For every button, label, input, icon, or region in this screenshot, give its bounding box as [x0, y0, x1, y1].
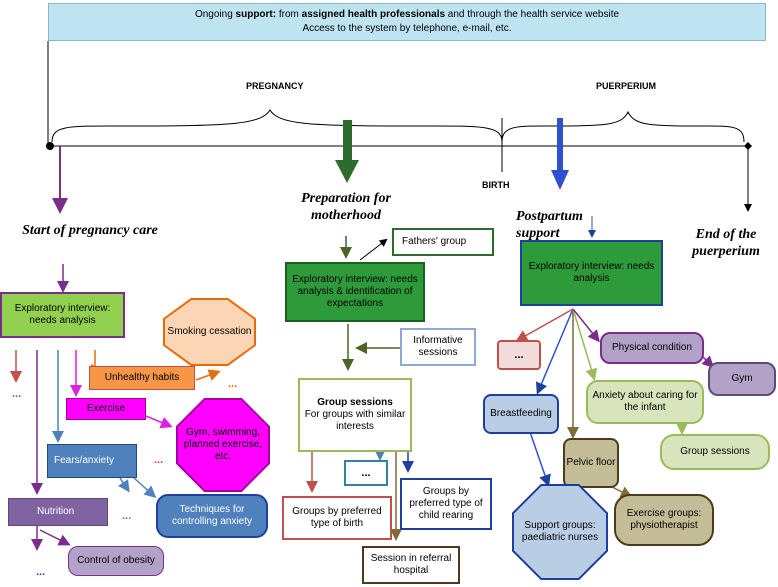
banner-bold-professionals: assigned health professionals — [301, 9, 446, 20]
anxiety-caring-infant: Anxiety about caring for the infant — [586, 380, 704, 424]
birth-label: BIRTH — [482, 180, 510, 190]
physical-condition: Physical condition — [600, 332, 704, 364]
stage-end-of-puerperium: End of the puerperium — [692, 227, 760, 259]
left-exploratory-interview: Exploratory interview: needs analysis — [0, 292, 125, 338]
control-of-obesity: Control of obesity — [68, 546, 164, 576]
postpartum-gym: Gym — [708, 362, 776, 396]
right-exploratory-interview: Exploratory interview: needs analysis — [520, 240, 663, 306]
gym-swimming-exercise: Gym, swimming, planned exercise, etc. — [178, 400, 268, 490]
unhealthy-habits: Unhealthy habits — [89, 366, 195, 390]
stage-start-of-pregnancy-care: Start of pregnancy care — [22, 223, 158, 238]
group-sessions-body: For groups with similar interests — [304, 409, 406, 432]
postpartum-group-sessions: Group sessions — [660, 434, 770, 470]
informative-sessions: Informative sessions — [400, 328, 476, 366]
banner-access-line: Access to the system by telephone, e-mai… — [302, 23, 512, 34]
fears-anxiety: Fears/anxiety — [47, 444, 137, 478]
banner-bold-support: support: — [235, 9, 277, 20]
nutrition: Nutrition — [8, 498, 108, 526]
pelvic-floor: Pelvic floor — [563, 438, 619, 488]
banner-text: and through the health service website — [445, 9, 620, 20]
exercise: Exercise — [66, 398, 146, 420]
puerperium-label: PUERPERIUM — [596, 81, 657, 91]
unhealthy-ellipsis: ... — [228, 378, 238, 390]
session-in-referral-hospital: Session in referral hospital — [362, 546, 460, 584]
fathers-group: Fathers' group — [392, 228, 494, 256]
exercise-groups-physiotherapist: Exercise groups: physiotherapist — [614, 494, 714, 546]
exercise-ellipsis: ... — [154, 454, 164, 466]
banner-text: Ongoing — [194, 9, 236, 20]
fears-ellipsis: ... — [122, 510, 132, 522]
banner-text: from — [276, 9, 302, 20]
pregnancy-label: PREGNANCY — [246, 81, 304, 91]
groups-by-child-rearing: Groups by preferred type of child rearin… — [400, 478, 492, 530]
breastfeeding: Breastfeeding — [483, 394, 559, 434]
stage-preparation-for-motherhood: Preparation for motherhood — [301, 191, 391, 223]
groups-by-type-of-birth: Groups by preferred type of birth — [282, 496, 392, 540]
nutrition-ellipsis: ... — [36, 566, 46, 578]
smoking-cessation: Smoking cessation — [165, 300, 254, 364]
middle-ellipsis-box: ... — [344, 460, 388, 486]
group-sessions-title: Group sessions — [317, 397, 393, 408]
techniques-controlling-anxiety: Techniques for controlling anxiety — [156, 494, 268, 538]
stage-postpartum-support: Postpartum support — [516, 209, 583, 241]
right-ellipsis-box: ... — [497, 340, 541, 370]
left-ellipsis-red: ... — [12, 388, 22, 400]
ongoing-support-banner: Ongoing support: from assigned health pr… — [48, 3, 766, 41]
support-groups-paediatric-nurses: Support groups: paediatric nurses — [514, 486, 606, 578]
middle-exploratory-interview: Exploratory interview: needs analysis & … — [285, 262, 425, 322]
group-sessions: Group sessions For groups with similar i… — [298, 378, 412, 452]
